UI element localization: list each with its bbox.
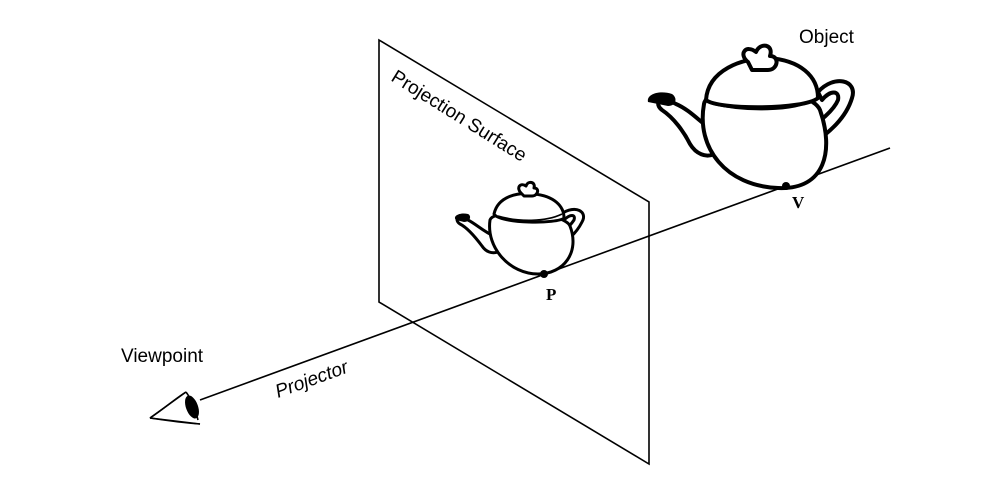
viewpoint-label: Viewpoint bbox=[121, 346, 204, 367]
point-v-marker bbox=[782, 182, 790, 190]
point-p-marker bbox=[540, 270, 548, 278]
point-p-label: P bbox=[546, 285, 556, 304]
point-v-label: V bbox=[792, 193, 805, 212]
teapot-icon bbox=[454, 180, 585, 276]
object-label: Object bbox=[799, 27, 855, 48]
projection-surface-plane bbox=[378, 38, 650, 466]
teapot-icon bbox=[647, 43, 855, 191]
projector-label: Projector bbox=[273, 357, 352, 403]
eye-icon bbox=[149, 391, 201, 425]
projection-surface-label: Projection Surface bbox=[387, 66, 530, 166]
